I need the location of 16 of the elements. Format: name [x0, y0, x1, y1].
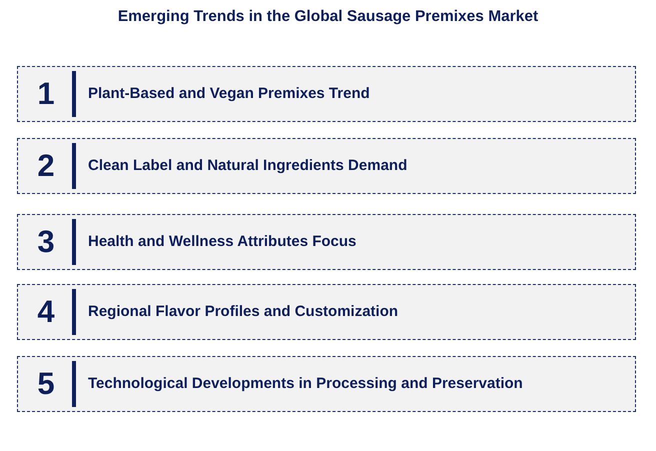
trend-label: Clean Label and Natural Ingredients Demand: [88, 157, 408, 175]
list-number: 5: [36, 367, 56, 401]
trend-label: Technological Developments in Processing and Preservation: [88, 375, 523, 393]
list-box: [17, 214, 636, 270]
list-number: 3: [36, 225, 56, 259]
trend-label: Health and Wellness Attributes Focus: [88, 233, 356, 251]
list-number: 1: [36, 77, 56, 111]
trend-label: Regional Flavor Profiles and Customization: [88, 303, 398, 321]
list-box: [17, 356, 636, 412]
list-box: [17, 138, 636, 194]
list-box: [17, 284, 636, 340]
list-box: [17, 66, 636, 122]
trend-label: Plant-Based and Vegan Premixes Trend: [88, 85, 370, 103]
list-number: 2: [36, 149, 56, 183]
list-number: 4: [36, 295, 56, 329]
chart-title: Emerging Trends in the Global Sausage Premixes Market: [118, 7, 538, 27]
